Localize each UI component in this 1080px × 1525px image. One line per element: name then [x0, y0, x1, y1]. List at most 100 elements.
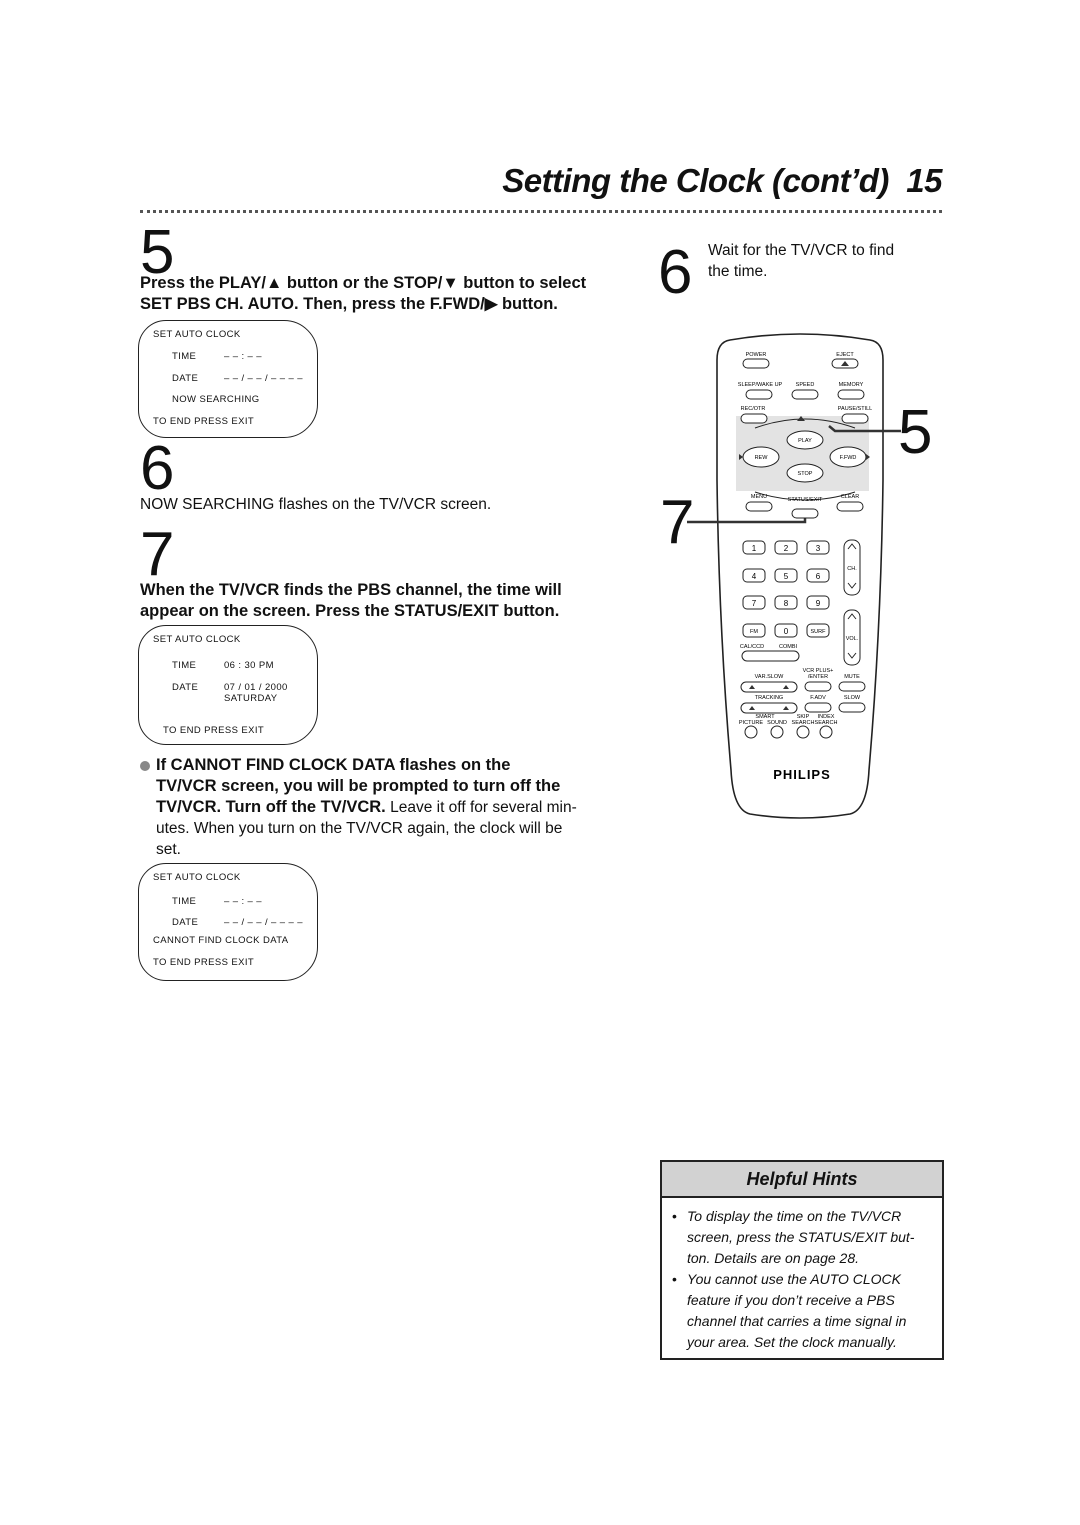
- speed-button[interactable]: [791, 389, 819, 400]
- surf-button[interactable]: [806, 623, 830, 638]
- rec-button[interactable]: [740, 413, 768, 424]
- screen-footer: TO END PRESS EXIT: [163, 725, 265, 736]
- helpful-hints-box: Helpful Hints To display the time on the…: [660, 1160, 944, 1360]
- pause-button[interactable]: [841, 413, 869, 424]
- digit-3-button[interactable]: [806, 540, 830, 555]
- digit-2-button[interactable]: [774, 540, 798, 555]
- digit-5-button[interactable]: [774, 568, 798, 583]
- slow-label: SLOW: [844, 695, 861, 701]
- screen-status: CANNOT FIND CLOCK DATA: [153, 935, 289, 946]
- screen-title: SET AUTO CLOCK: [153, 872, 241, 883]
- speed-label: SPEED: [796, 382, 815, 388]
- screen-time-value: – – : – –: [224, 351, 262, 362]
- screen-date-label: DATE: [172, 373, 199, 384]
- screen-date-value: – – / – – / – – – –: [224, 373, 303, 384]
- tracking-up-icon: [783, 706, 789, 710]
- tracking-label: TRACKING: [755, 695, 783, 701]
- vol-down-icon: [847, 652, 857, 659]
- screen-date-value: 07 / 01 / 2000: [224, 682, 288, 693]
- digit-5: 5: [784, 572, 789, 581]
- channel-rocker[interactable]: [843, 539, 861, 596]
- screen-footer: TO END PRESS EXIT: [153, 416, 255, 427]
- step-6-number: 6: [140, 434, 175, 503]
- screen-status: NOW SEARCHING: [172, 394, 260, 405]
- smart-picture-button[interactable]: [744, 725, 758, 739]
- rew-label: REW: [755, 455, 769, 461]
- fm-button[interactable]: [742, 623, 766, 638]
- screen-title: SET AUTO CLOCK: [153, 329, 241, 340]
- hints-list: To display the time on the TV/VCR screen…: [662, 1206, 942, 1353]
- screen-date-label: DATE: [172, 917, 199, 928]
- bullet-icon: [140, 761, 150, 771]
- page-header: Setting the Clock (cont’d) 15: [502, 162, 942, 200]
- sleep-button[interactable]: [745, 389, 773, 400]
- digit-4: 4: [752, 572, 757, 581]
- menu-button[interactable]: [745, 501, 773, 512]
- sleep-label: SLEEP/WAKE UP: [738, 382, 783, 388]
- digit-1: 1: [752, 544, 757, 553]
- fadv-label: F.ADV: [810, 695, 826, 701]
- play-button[interactable]: [786, 430, 824, 450]
- digit-3: 3: [816, 544, 821, 553]
- vol-label: VOL.: [846, 636, 859, 642]
- step-5-line-2: SET PBS CH. AUTO. Then, press the F.FWD/…: [140, 295, 558, 313]
- pause-label: PAUSE/STILL: [838, 406, 872, 412]
- mute-button[interactable]: [838, 681, 866, 692]
- varslow-up-icon: [783, 685, 789, 689]
- stop-button[interactable]: [786, 463, 824, 483]
- varslow-button[interactable]: [740, 681, 798, 693]
- power-button[interactable]: [742, 358, 770, 369]
- tracking-down-icon: [749, 706, 755, 710]
- right-step-6-number: 6: [658, 238, 693, 307]
- dotted-divider: [140, 210, 942, 213]
- status-exit-button[interactable]: [791, 508, 819, 519]
- index-search-button[interactable]: [819, 725, 833, 739]
- rec-label: REC/OTR: [741, 406, 766, 412]
- digit-6-button[interactable]: [806, 568, 830, 583]
- fadv-button[interactable]: [804, 702, 832, 713]
- ch-label: CH.: [847, 566, 857, 572]
- skip-label: SKIP: [797, 714, 810, 720]
- skip-search-button[interactable]: [796, 725, 810, 739]
- play-label: PLAY: [798, 438, 812, 444]
- screen-date-label: DATE: [172, 682, 199, 693]
- digit-4-button[interactable]: [742, 568, 766, 583]
- screen-time-label: TIME: [172, 660, 197, 671]
- menu-label: MENU: [751, 494, 767, 500]
- clear-button[interactable]: [836, 501, 864, 512]
- ch-up-icon: [847, 543, 857, 550]
- rew-arrow-icon: [739, 454, 743, 460]
- slow-button[interactable]: [838, 702, 866, 713]
- enter-button[interactable]: [804, 681, 832, 692]
- digit-9-button[interactable]: [806, 595, 830, 610]
- power-label: POWER: [746, 352, 767, 358]
- note-line-3-bold: TV/VCR. Turn off the TV/VCR.: [156, 798, 386, 816]
- step-5-line-1: Press the PLAY/▲ button or the STOP/▼ bu…: [140, 274, 587, 292]
- cc-combi-button[interactable]: [741, 650, 800, 662]
- picture-label: PICTURE: [739, 720, 763, 726]
- digit-0-button[interactable]: [774, 623, 798, 638]
- memory-label: MEMORY: [839, 382, 864, 388]
- digit-1-button[interactable]: [742, 540, 766, 555]
- enter-label: /ENTER: [808, 674, 828, 680]
- tv-screen-cannot-find: SET AUTO CLOCK TIME – – : – – DATE – – /…: [138, 863, 318, 981]
- screen-time-value: – – : – –: [224, 896, 262, 907]
- eject-label: EJECT: [836, 352, 854, 358]
- volume-rocker[interactable]: [843, 609, 861, 666]
- callout-5: 5: [898, 398, 933, 467]
- screen-title: SET AUTO CLOCK: [153, 634, 241, 645]
- tracking-button[interactable]: [740, 702, 798, 714]
- smart-label: SMART: [755, 714, 775, 720]
- fm-label: FM: [750, 629, 758, 635]
- smart-sound-button[interactable]: [770, 725, 784, 739]
- step-7-line-1: When the TV/VCR finds the PBS channel, t…: [140, 581, 562, 599]
- digit-7-button[interactable]: [742, 595, 766, 610]
- digit-8-button[interactable]: [774, 595, 798, 610]
- digit-9: 9: [816, 599, 821, 608]
- callout-5-line: [828, 425, 901, 433]
- stop-label: STOP: [798, 471, 813, 477]
- memory-button[interactable]: [837, 389, 865, 400]
- sound-label: SOUND: [767, 720, 787, 726]
- digit-8: 8: [784, 599, 789, 608]
- hint-item: To display the time on the TV/VCR screen…: [662, 1206, 934, 1269]
